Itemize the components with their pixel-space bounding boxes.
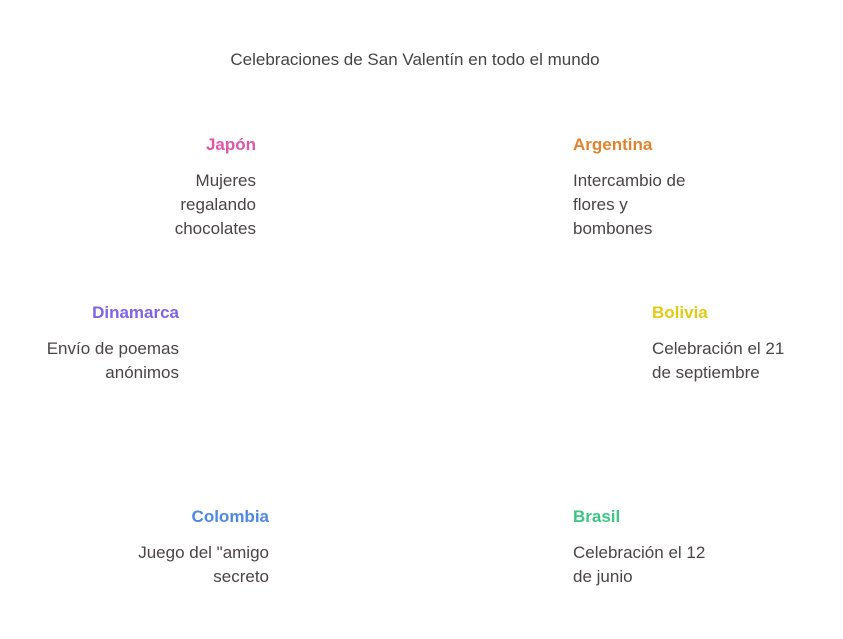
label-bolivia: Bolivia bbox=[652, 303, 708, 322]
label-argentina: Argentina bbox=[573, 135, 653, 154]
desc-line: regalando bbox=[180, 195, 256, 214]
desc-line: de junio bbox=[573, 567, 633, 586]
desc-line: de septiembre bbox=[652, 363, 760, 382]
label-dinamarca: Dinamarca bbox=[92, 303, 179, 322]
diagram-title: Celebraciones de San Valentín en todo el… bbox=[230, 50, 600, 69]
desc-line: flores y bbox=[573, 195, 628, 214]
desc-dinamarca: Envío de poemas anónimos bbox=[47, 337, 179, 385]
desc-japon: Mujeres regalando chocolates bbox=[175, 169, 256, 241]
desc-line: Celebración el 21 bbox=[652, 339, 785, 358]
label-brasil: Brasil bbox=[573, 507, 621, 526]
desc-line: Intercambio de bbox=[573, 171, 686, 190]
desc-line: chocolates bbox=[174, 219, 256, 238]
desc-brasil: Celebración el 12 de junio bbox=[573, 541, 705, 589]
desc-line: secreto bbox=[213, 567, 269, 586]
desc-line: bombones bbox=[573, 219, 653, 238]
label-japon: Japón bbox=[205, 135, 256, 154]
desc-line: Juego del "amigo bbox=[138, 543, 269, 562]
desc-bolivia: Celebración el 21 de septiembre bbox=[652, 337, 784, 385]
label-colombia: Colombia bbox=[191, 507, 269, 526]
desc-colombia: Juego del "amigo secreto bbox=[138, 541, 269, 589]
desc-argentina: Intercambio de flores y bombones bbox=[573, 169, 685, 241]
desc-line: anónimos bbox=[105, 363, 179, 382]
desc-line: Mujeres bbox=[195, 171, 256, 190]
desc-line: Envío de poemas bbox=[46, 339, 179, 358]
desc-line: Celebración el 12 bbox=[573, 543, 706, 562]
